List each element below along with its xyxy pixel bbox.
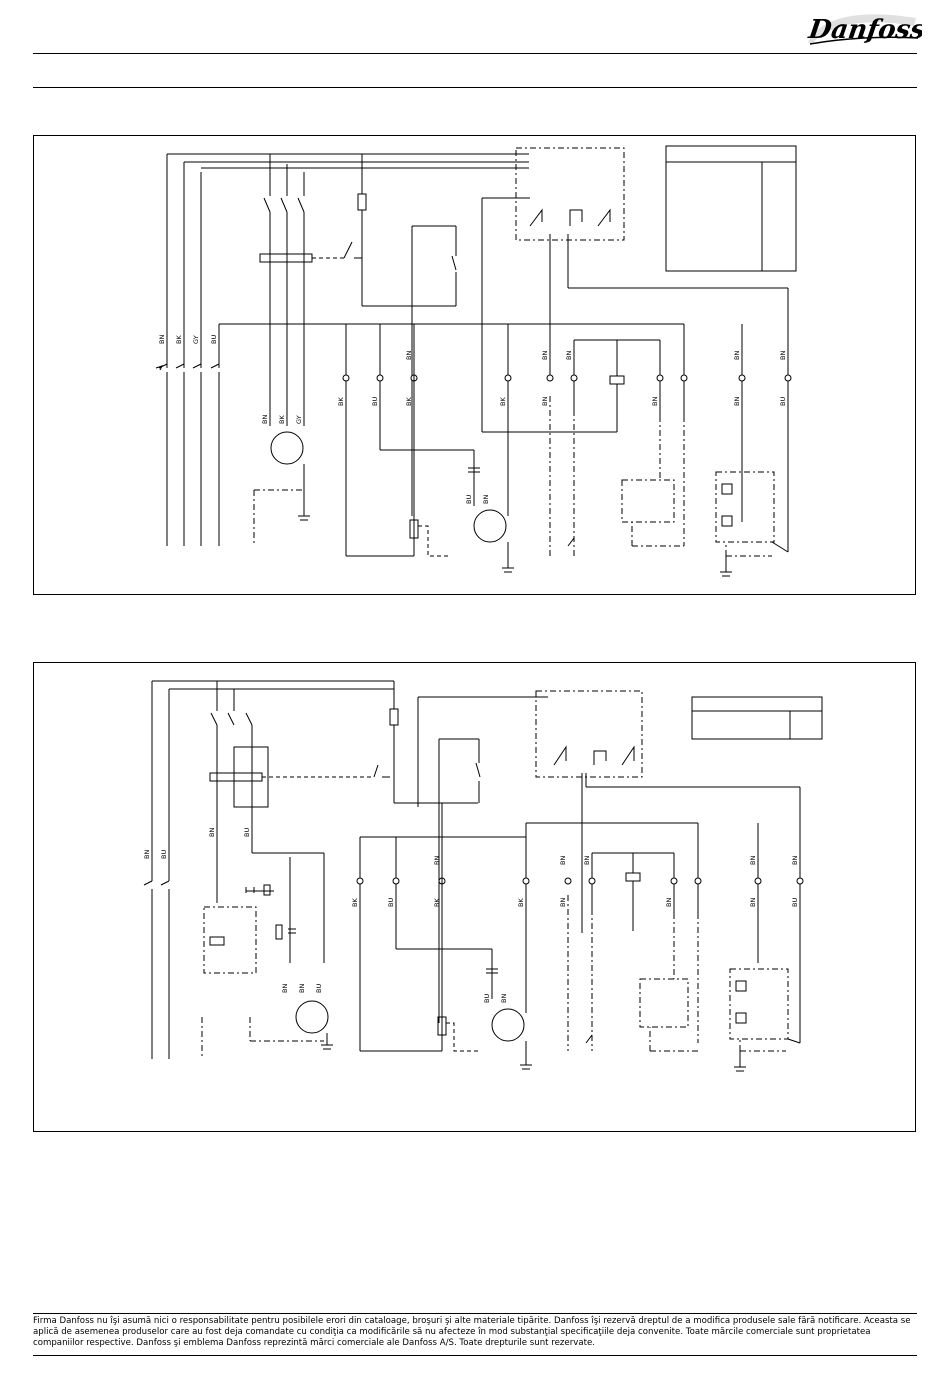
- d2-comp-label-1: BN: [208, 828, 216, 837]
- d2-top-label-3: BN: [583, 856, 591, 865]
- d1-bottom-label-4: BK: [499, 397, 507, 406]
- d2-top-label-2: BN: [559, 856, 567, 865]
- footer-rule-top: [33, 1313, 917, 1314]
- danfoss-logo: Danfoss: [806, 14, 922, 45]
- wiring-diagram-2: BN BU BN BU BN BN BU BU BN BN BN BN BN B…: [33, 662, 916, 1132]
- d2-top-label-4: BN: [749, 856, 757, 865]
- d2-motor-label-2: BN: [298, 984, 306, 993]
- d2-motor-label-3: BU: [315, 984, 323, 993]
- d1-supply-label-3: GY: [192, 335, 200, 344]
- d2-bottom-label-6: BN: [665, 898, 673, 907]
- footer-disclaimer: Firma Danfoss nu îşi asumă nici o respon…: [33, 1316, 911, 1348]
- d1-top-label-3: BN: [565, 351, 573, 360]
- d1-supply-label-1: BN: [158, 335, 166, 344]
- d2-bottom-label-7: BN: [749, 898, 757, 907]
- d1-bottom-label-3: BK: [405, 397, 413, 406]
- d2-bottom-label-2: BU: [387, 898, 395, 907]
- d1-top-label-2: BN: [541, 351, 549, 360]
- d1-bottom-label-5: BN: [541, 397, 549, 406]
- header-rule-top: [33, 53, 917, 54]
- d1-bottom-label-6: BN: [651, 397, 659, 406]
- d2-top-label-5: BN: [791, 856, 799, 865]
- d1-supply-label-2: BK: [175, 335, 183, 344]
- d2-comp-label-2: BU: [243, 828, 251, 837]
- d1-supply-label-4: BU: [210, 335, 218, 344]
- d1-bottom-label-1: BK: [337, 397, 345, 406]
- d2-bottom-label-5: BN: [559, 898, 567, 907]
- d2-supply-label-2: BU: [160, 850, 168, 859]
- d1-comp-label-3: GY: [295, 415, 303, 424]
- d2-supply-label-1: BN: [143, 850, 151, 859]
- d2-bottom-label-1: BK: [351, 898, 359, 907]
- wiring-diagram-1: BN BK GY BU BN BK GY BU BN BN BN BN BN B…: [33, 135, 916, 595]
- d1-bottom-label-8: BU: [779, 397, 787, 406]
- d2-bottom-label-4: BK: [517, 898, 525, 907]
- legend-box-1: [665, 145, 797, 272]
- brand-wordmark: Danfoss: [806, 14, 922, 45]
- d1-comp-label-1: BN: [261, 415, 269, 424]
- d2-bottom-label-8: BU: [791, 898, 799, 907]
- d2-motor-label-1: BN: [281, 984, 289, 993]
- d1-top-label-1: BN: [405, 351, 413, 360]
- d1-bottom-label-7: BN: [733, 397, 741, 406]
- d1-fan-label-2: BN: [482, 495, 490, 504]
- d2-top-label-1: BN: [433, 856, 441, 865]
- legend-box-2: [691, 696, 823, 740]
- header-rule-bottom: [33, 87, 917, 88]
- d1-top-label-4: BN: [733, 351, 741, 360]
- d1-comp-label-2: BK: [278, 415, 286, 424]
- d1-top-label-5: BN: [779, 351, 787, 360]
- d2-bottom-label-3: BK: [433, 898, 441, 907]
- d2-fan-label-2: BN: [500, 994, 508, 1003]
- d2-fan-label-1: BU: [483, 994, 491, 1003]
- footer-rule-bottom: [33, 1355, 917, 1356]
- d1-bottom-label-2: BU: [371, 397, 379, 406]
- d1-fan-label-1: BU: [465, 495, 473, 504]
